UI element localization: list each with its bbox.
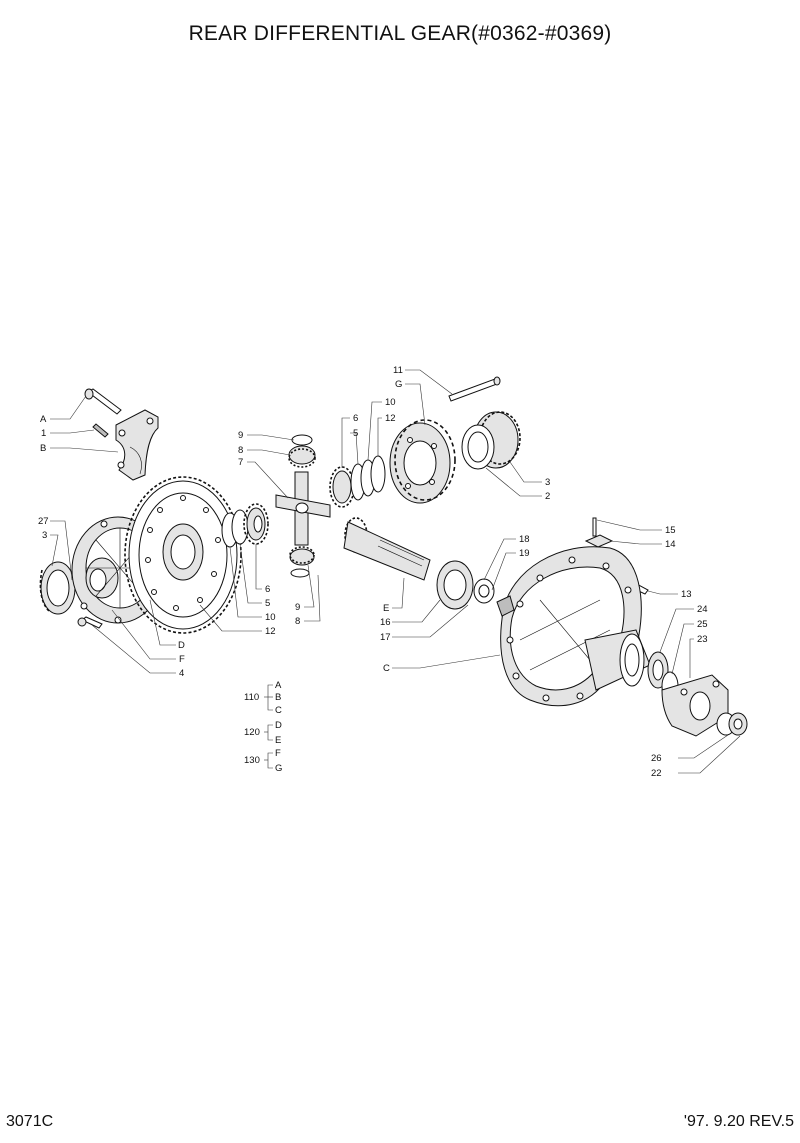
group-brackets xyxy=(264,684,273,769)
group-120-member-d: D xyxy=(275,720,282,731)
callout-7: 7 xyxy=(238,457,243,468)
group-110-member-b: B xyxy=(275,692,281,703)
callout-3-right: 3 xyxy=(545,477,550,488)
callout-22: 22 xyxy=(651,768,662,779)
callout-26: 26 xyxy=(651,753,662,764)
callout-27: 27 xyxy=(38,516,49,527)
figure-code: 3071C xyxy=(6,1113,54,1130)
callout-11: 11 xyxy=(393,365,403,376)
callout-5-right: 5 xyxy=(353,428,358,439)
group-110-member-c: C xyxy=(275,705,282,716)
callout-12-left: 12 xyxy=(265,626,276,637)
callout-8-top: 8 xyxy=(238,445,243,456)
callout-3-left: 3 xyxy=(42,530,47,541)
pinion-bearing-drawing xyxy=(647,651,679,701)
callout-10-right: 10 xyxy=(385,397,396,408)
right-side-gear-drawing xyxy=(329,455,386,508)
housing-c-drawing xyxy=(496,546,651,707)
callout-17: 17 xyxy=(380,632,391,643)
pin-1-drawing xyxy=(92,423,109,438)
callout-15: 15 xyxy=(665,525,676,536)
callout-B: B xyxy=(40,443,46,454)
callout-13: 13 xyxy=(681,589,692,600)
differential-case-right-drawing xyxy=(389,419,456,504)
left-bearing-drawing xyxy=(39,561,76,615)
group-130-number: 130 xyxy=(244,755,260,766)
callout-10-left: 10 xyxy=(265,612,276,623)
callout-25: 25 xyxy=(697,619,708,630)
group-120-member-e: E xyxy=(275,735,281,746)
callout-19: 19 xyxy=(519,548,530,559)
pinion-shaft-drawing xyxy=(343,517,495,610)
callout-E: E xyxy=(383,603,389,614)
callout-12-right: 12 xyxy=(385,413,396,424)
group-110-number: 110 xyxy=(244,692,259,703)
callout-24: 24 xyxy=(697,604,708,615)
callout-6-left: 6 xyxy=(265,584,270,595)
group-110-member-a: A xyxy=(275,680,282,691)
group-legend: 110 A B C 120 D E 130 F G xyxy=(244,680,282,774)
callout-23: 23 xyxy=(697,634,708,645)
group-130-member-g: G xyxy=(275,763,282,774)
callout-A: A xyxy=(40,414,47,425)
callout-labels: A 1 B 27 3 D F 4 9 8 7 6 5 10 12 9 8 6 5… xyxy=(38,365,708,779)
nut-22-drawing xyxy=(716,712,748,736)
crown-wheel-drawing xyxy=(124,476,242,634)
callout-18: 18 xyxy=(519,534,530,545)
leader-lines xyxy=(50,369,741,774)
callout-C: C xyxy=(383,663,390,674)
callout-2: 2 xyxy=(545,491,550,502)
callout-6-right: 6 xyxy=(353,413,358,424)
callout-14: 14 xyxy=(665,539,676,550)
bolt-4-drawing xyxy=(77,616,103,629)
callout-8-bottom: 8 xyxy=(295,616,300,627)
revision-date: '97. 9.20 REV.5 xyxy=(683,1113,794,1130)
flange-23-drawing xyxy=(661,674,729,737)
callout-5-left: 5 xyxy=(265,598,270,609)
callout-16: 16 xyxy=(380,617,391,628)
bolt-g-drawing xyxy=(448,376,501,402)
group-120-number: 120 xyxy=(244,727,260,738)
group-130-member-f: F xyxy=(275,748,281,759)
bolt-a-drawing xyxy=(84,388,122,415)
right-bearing-drawing xyxy=(461,411,521,470)
bearing-cap-b-drawing xyxy=(115,409,159,481)
callout-F: F xyxy=(179,654,185,665)
page-title: REAR DIFFERENTIAL GEAR(#0362-#0369) xyxy=(188,22,612,45)
left-side-gear-drawing xyxy=(221,503,269,548)
spider-cross-drawing xyxy=(275,434,331,578)
callout-G: G xyxy=(395,379,402,390)
callout-9-top: 9 xyxy=(238,430,243,441)
callout-1: 1 xyxy=(41,428,46,439)
callout-D: D xyxy=(178,640,185,651)
callout-4: 4 xyxy=(179,668,184,679)
callout-9-bottom: 9 xyxy=(295,602,300,613)
